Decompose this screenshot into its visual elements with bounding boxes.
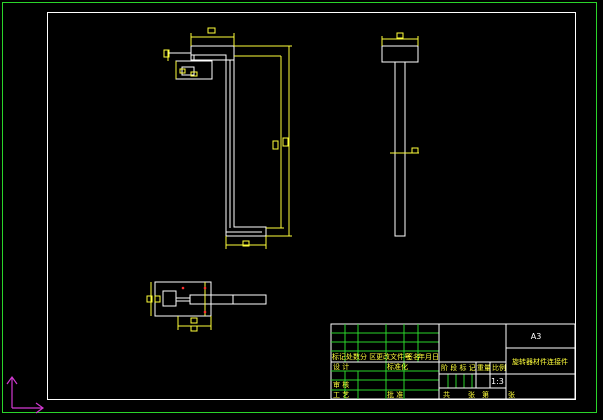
center-mark [181, 286, 185, 290]
sheet-no-label: 第 [482, 390, 489, 399]
revision-header-marks: 标记处数 [332, 352, 360, 361]
outer-frame [2, 2, 597, 413]
top-view[interactable] [146, 281, 267, 332]
revision-header-sign: 签名 [406, 352, 420, 361]
center-mark [203, 310, 207, 314]
side-view[interactable] [381, 32, 419, 237]
sheet-tail-label: 张 [508, 390, 515, 399]
sheet-size-label: A3 [531, 332, 542, 341]
design-label: 设 计 [333, 362, 349, 371]
scale-value: 1:3 [491, 377, 504, 386]
approve-label: 批 准 [387, 390, 403, 399]
stage-mark-label: 阶 段 标 记 [441, 363, 476, 372]
review-label: 审 核 [333, 380, 349, 389]
title-block: A3 旋转器材件连接件 标记处数 分 区 更改文件号 签名 年月日 设 计 标准… [330, 323, 576, 400]
revision-header-zone: 分 区 [360, 352, 376, 361]
inner-frame [47, 12, 576, 400]
weight-label: 重量 [477, 364, 491, 372]
revision-header-date: 年月日 [418, 352, 439, 361]
scale-label: 比例 [492, 363, 506, 372]
revision-header-docno: 更改文件号 [376, 352, 411, 361]
drawing-title: 旋转器材件连接件 [512, 357, 568, 366]
sheet-total-label: 共 [443, 390, 450, 399]
center-mark [203, 286, 207, 290]
sheet-unit-label: 张 [468, 390, 475, 399]
ucs-axis-icon [6, 375, 45, 414]
process-label: 工 艺 [333, 391, 349, 399]
standardization-label: 标准化 [387, 362, 408, 371]
front-view[interactable] [163, 27, 292, 249]
